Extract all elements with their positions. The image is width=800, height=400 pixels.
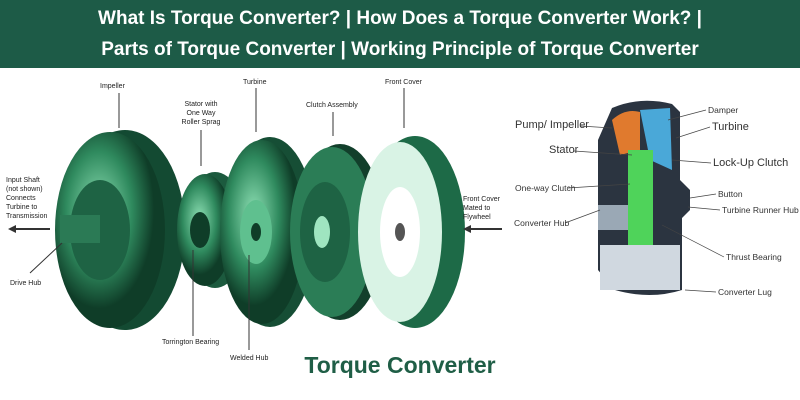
label-front-cover: Front Cover [385, 79, 422, 86]
arrow-left-icon [463, 225, 502, 233]
label-turbine-runner-hub: Turbine Runner Hub [722, 205, 799, 215]
impeller-part [55, 130, 185, 330]
caption: Torque Converter [304, 352, 496, 378]
label-converter-lug: Converter Lug [718, 287, 772, 297]
label-lockup-clutch: Lock-Up Clutch [713, 157, 789, 169]
label-input-shaft: Input Shaft (not shown) Connects Turbine… [6, 177, 48, 220]
title-banner: What Is Torque Converter? | How Does a T… [0, 0, 800, 68]
front-cover-part [358, 136, 465, 328]
label-drive-hub: Drive Hub [10, 280, 42, 287]
label-one-way-clutch: One-way Clutch [515, 183, 576, 193]
label-impeller: Impeller [100, 83, 125, 90]
label-torrington-bearing: Torrington Bearing [162, 339, 220, 346]
label-button: Button [718, 189, 743, 199]
leader-lines [29, 88, 405, 350]
label-damper: Damper [708, 105, 739, 115]
label-turbine-cut: Turbine [712, 121, 749, 133]
label-thrust-bearing: Thrust Bearing [726, 252, 782, 262]
clutch-assembly-part [290, 144, 385, 320]
arrow-left-icon [8, 225, 50, 233]
label-front-cover-mated: Front Cover Mated to Flywheel [463, 196, 500, 221]
cutaway-leader-lines [564, 109, 725, 293]
title-line-1: What Is Torque Converter? | How Does a T… [98, 8, 702, 29]
label-welded-hub: Welded Hub [230, 355, 269, 362]
label-stator-cut: Stator [549, 144, 579, 156]
label-turbine: Turbine [243, 79, 267, 86]
turbine-part [220, 137, 316, 327]
label-clutch-assembly: Clutch Assembly [306, 102, 358, 109]
cutaway-diagram [598, 100, 690, 295]
label-stator: Stator with One Way Roller Sprag [181, 101, 221, 126]
title-line-2: Parts of Torque Converter | Working Prin… [101, 39, 699, 60]
label-converter-hub: Converter Hub [514, 218, 570, 228]
label-pump-impeller: Pump/ Impeller [515, 119, 589, 131]
